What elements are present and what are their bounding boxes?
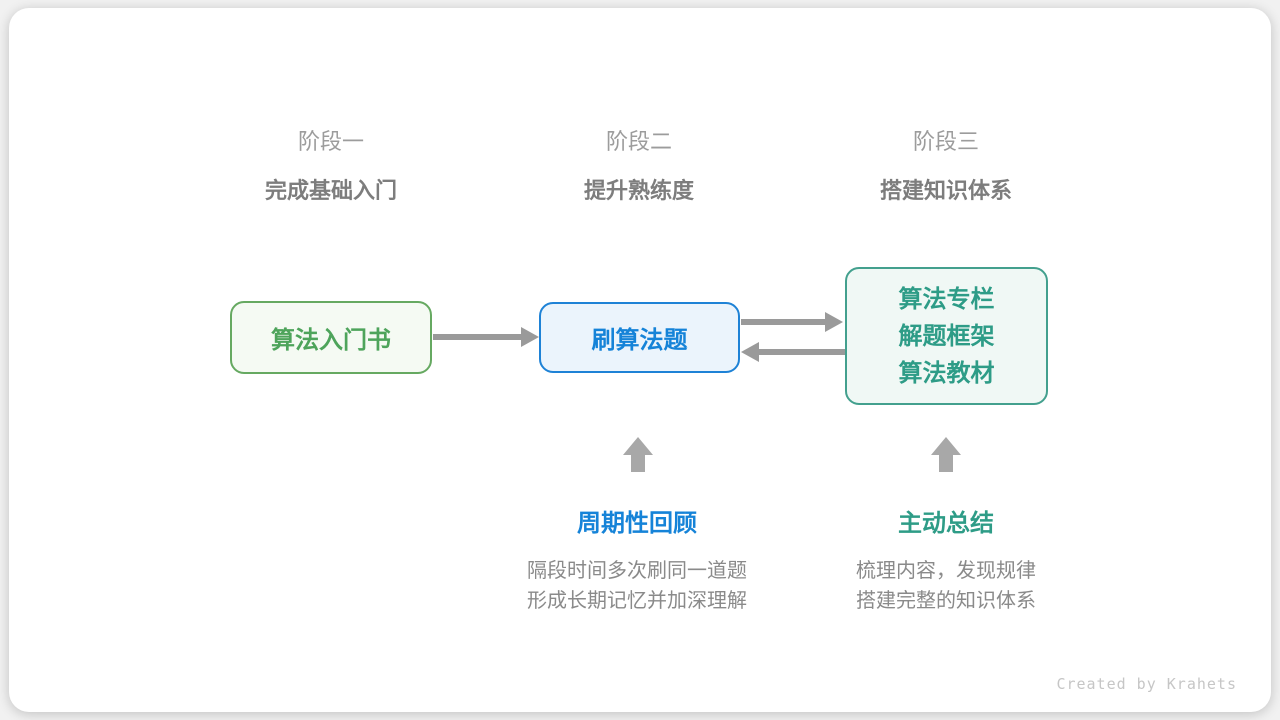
node-practice: 刷算法题 <box>539 302 740 373</box>
arrow-intro-to-practice-head-icon <box>521 327 539 347</box>
node-resources-line-2: 解题框架 <box>898 322 995 350</box>
annotation-review-desc-line-2: 形成长期记忆并加深理解 <box>527 590 747 612</box>
annotation-review-desc: 隔段时间多次刷同一道题 形成长期记忆并加深理解 <box>487 556 787 616</box>
stage-3-header: 阶段三 搭建知识体系 <box>796 127 1096 206</box>
annotation-review: 周期性回顾 隔段时间多次刷同一道题 形成长期记忆并加深理解 <box>487 508 787 616</box>
annotation-review-title: 周期性回顾 <box>577 510 697 537</box>
annotation-summarize-desc-line-2: 搭建完整的知识体系 <box>856 590 1036 612</box>
node-resources-line-1: 算法专栏 <box>898 285 995 313</box>
arrow-practice-to-resources-head-icon <box>825 312 843 332</box>
annotation-review-desc-line-1: 隔段时间多次刷同一道题 <box>527 560 747 582</box>
up-arrow-review-icon <box>623 437 653 472</box>
stage-2-header: 阶段二 提升熟练度 <box>489 127 789 206</box>
stage-3-label: 阶段三 <box>912 129 979 154</box>
annotation-summarize: 主动总结 梳理内容，发现规律 搭建完整的知识体系 <box>796 508 1096 616</box>
stage-1-header: 阶段一 完成基础入门 <box>181 127 481 206</box>
annotation-summarize-desc-line-1: 梳理内容，发现规律 <box>856 560 1036 582</box>
up-arrow-review-shaft <box>631 455 645 472</box>
stage-2-subtitle: 提升熟练度 <box>583 178 694 203</box>
up-arrow-summarize-icon <box>931 437 961 472</box>
up-arrow-summarize-head <box>931 437 961 455</box>
stage-3-subtitle: 搭建知识体系 <box>879 178 1012 203</box>
stage-1-label: 阶段一 <box>297 129 364 154</box>
node-intro-book-label: 算法入门书 <box>271 327 391 354</box>
arrow-intro-to-practice <box>433 334 523 340</box>
stage-2-label: 阶段二 <box>605 129 672 154</box>
up-arrow-summarize-shaft <box>939 455 953 472</box>
up-arrow-review-head <box>623 437 653 455</box>
arrow-resources-to-practice-head-icon <box>741 342 759 362</box>
footer-credit: Created by Krahets <box>1056 675 1237 693</box>
arrow-practice-to-resources <box>741 319 827 325</box>
stage-1-subtitle: 完成基础入门 <box>264 178 397 203</box>
arrow-resources-to-practice <box>759 349 845 355</box>
node-resources-line-3: 算法教材 <box>898 359 995 387</box>
annotation-summarize-desc: 梳理内容，发现规律 搭建完整的知识体系 <box>796 556 1096 616</box>
node-intro-book: 算法入门书 <box>230 301 432 374</box>
node-resources: 算法专栏 解题框架 算法教材 <box>845 267 1048 405</box>
annotation-summarize-title: 主动总结 <box>898 510 994 537</box>
node-practice-label: 刷算法题 <box>591 327 688 354</box>
